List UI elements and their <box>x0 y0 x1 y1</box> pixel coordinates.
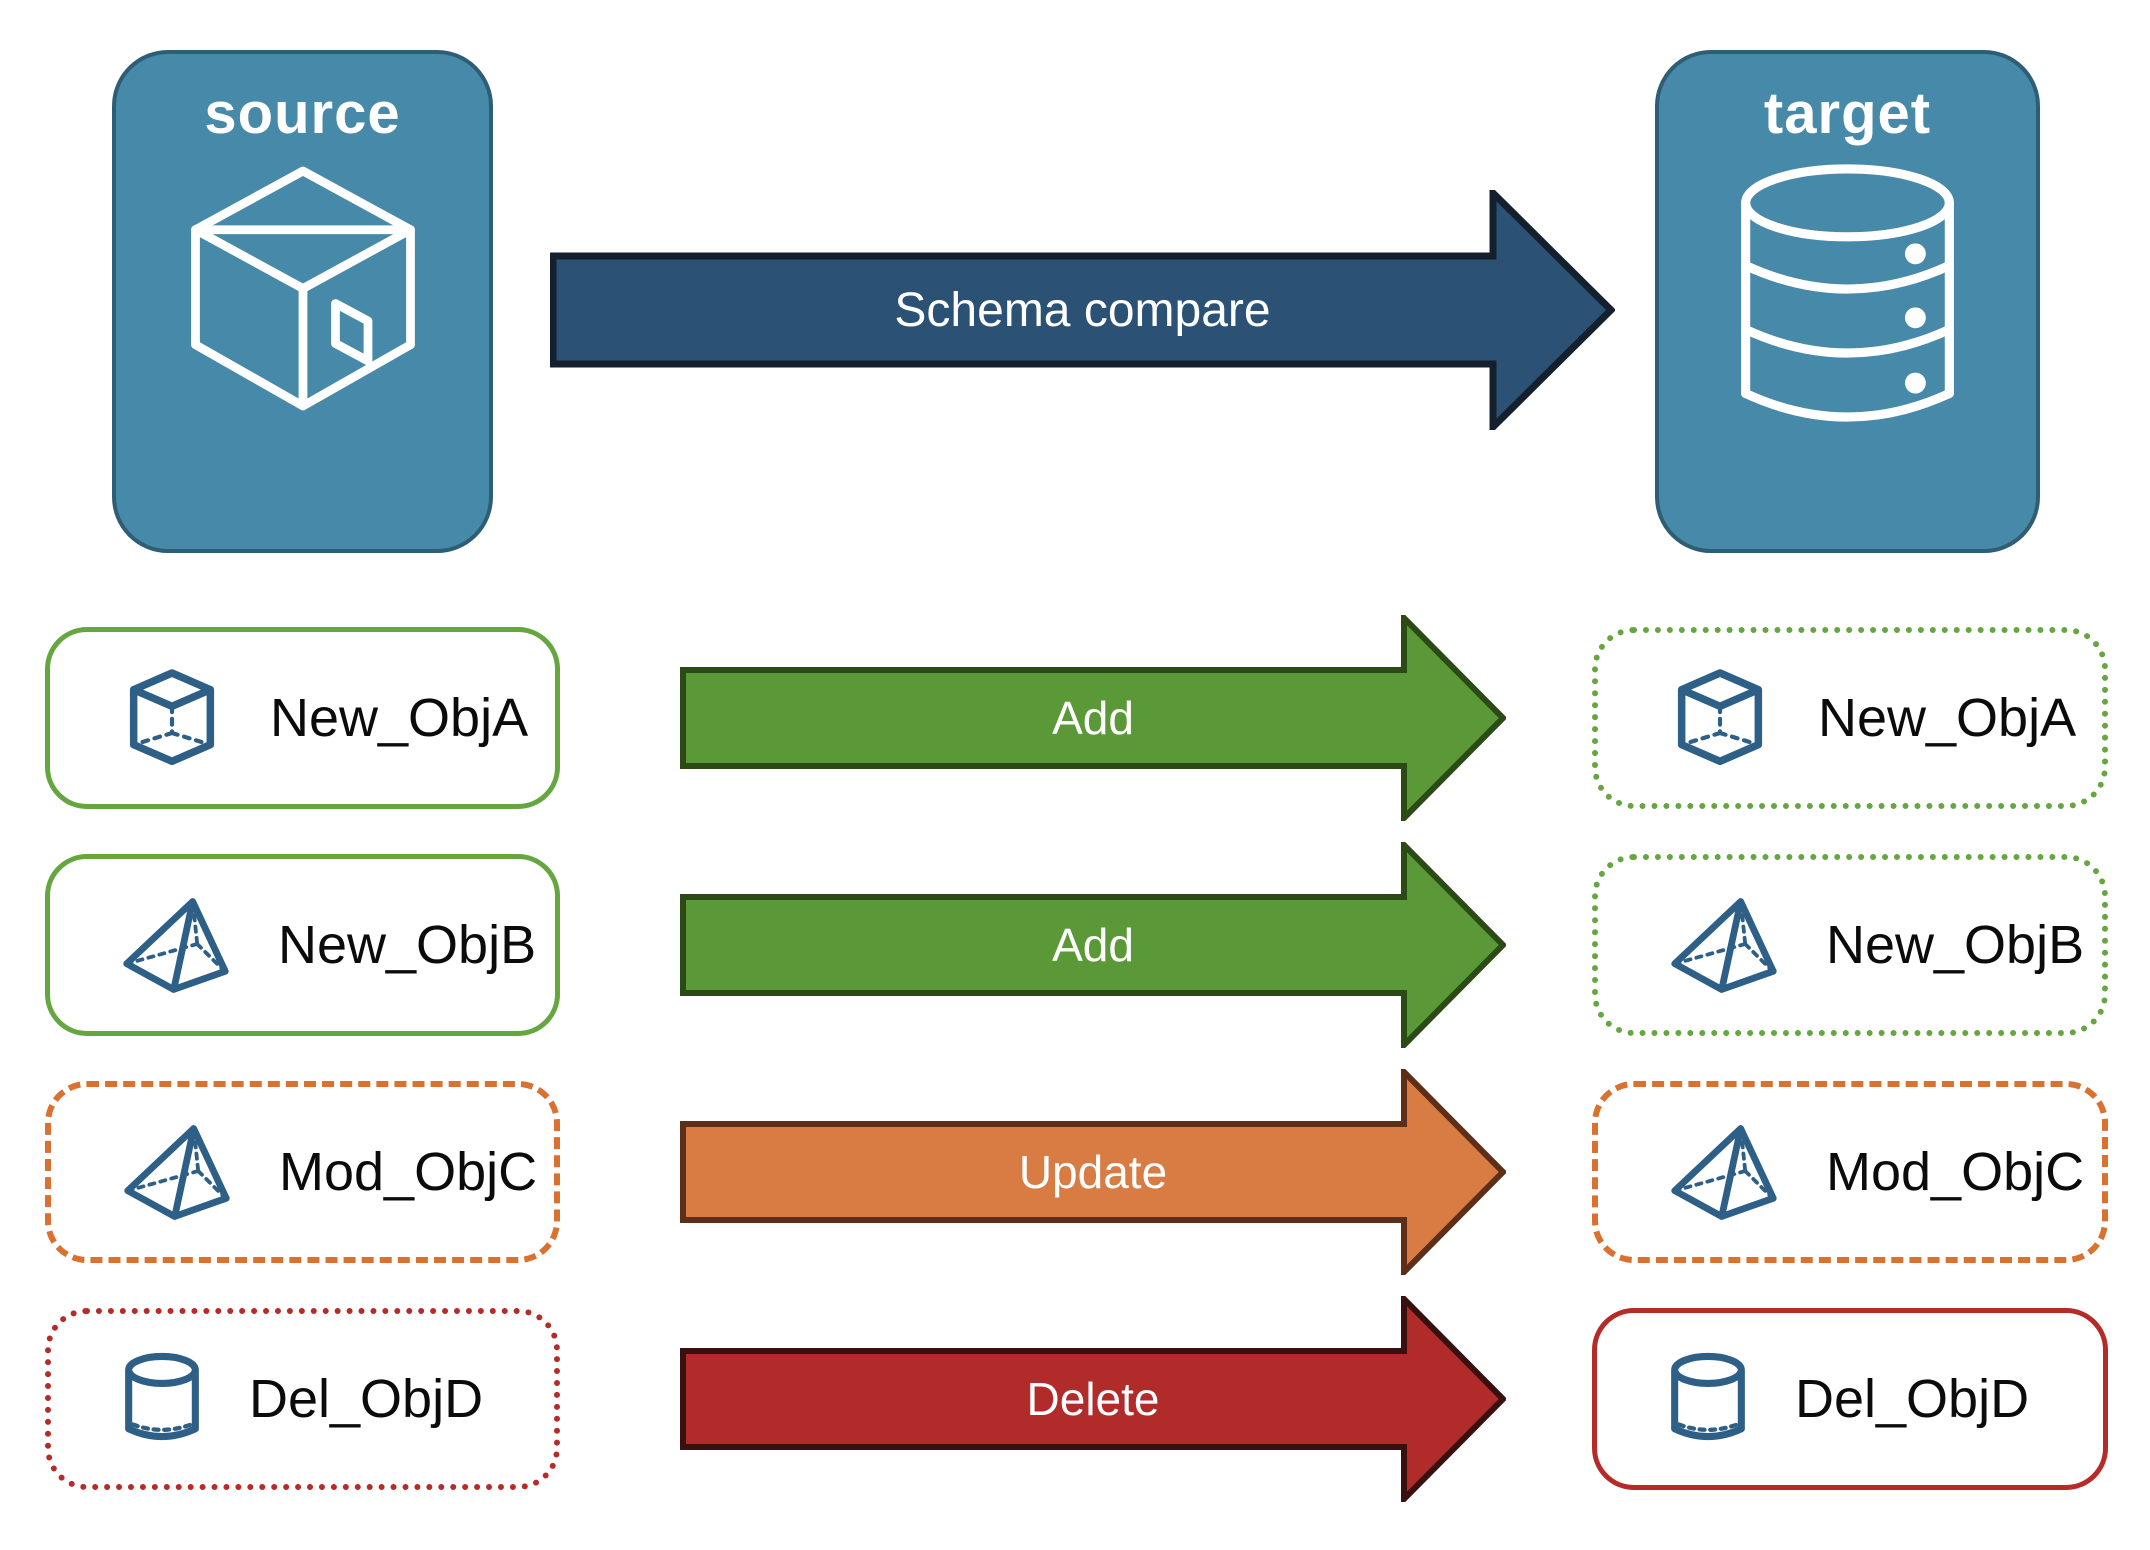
database-icon <box>1741 164 1954 422</box>
target-panel: target <box>1655 50 2040 553</box>
update-arrow-label: Update <box>1018 1146 1168 1198</box>
delete-arrow-label: Delete <box>1026 1373 1160 1425</box>
source-object-box-new-objb: New_ObjB <box>45 854 560 1036</box>
source-title: source <box>204 81 401 146</box>
add-arrow <box>680 615 1506 821</box>
cylinder-icon <box>1671 1352 1745 1441</box>
object-label: New_ObjA <box>1818 688 2077 748</box>
update-arrow <box>680 1069 1506 1275</box>
object-label: Mod_ObjC <box>279 1142 538 1202</box>
object-label: New_ObjA <box>270 688 529 748</box>
object-label: Del_ObjD <box>1795 1369 2030 1429</box>
pyramid-icon <box>1671 897 1777 993</box>
add-arrow <box>680 842 1506 1048</box>
target-object-box-new-obja: New_ObjA <box>1592 627 2108 809</box>
cube-icon <box>129 669 215 766</box>
schema-compare-arrow <box>550 190 1615 430</box>
pyramid-icon <box>123 897 229 993</box>
pyramid-icon <box>1671 1124 1777 1220</box>
pyramid-icon <box>124 1124 230 1220</box>
target-title: target <box>1763 81 1932 146</box>
package-icon <box>190 166 415 411</box>
source-panel: source <box>112 50 493 553</box>
target-object-box-mod-objc: Mod_ObjC <box>1592 1081 2108 1263</box>
source-object-box-del-objd: Del_ObjD <box>45 1308 560 1490</box>
add-arrow-label: Add <box>1052 692 1134 744</box>
add-arrow-label: Add <box>1052 919 1134 971</box>
object-label: Mod_ObjC <box>1826 1142 2085 1202</box>
object-label: Del_ObjD <box>249 1369 484 1429</box>
target-object-box-del-objd: Del_ObjD <box>1592 1308 2108 1490</box>
target-object-box-new-objb: New_ObjB <box>1592 854 2108 1036</box>
delete-arrow <box>680 1296 1506 1502</box>
schema-compare-label: Schema compare <box>894 283 1271 337</box>
cube-icon <box>1677 669 1763 766</box>
source-object-box-new-obja: New_ObjA <box>45 627 560 809</box>
object-label: New_ObjB <box>1826 915 2085 975</box>
object-label: New_ObjB <box>278 915 537 975</box>
cylinder-icon <box>125 1352 199 1441</box>
source-object-box-mod-objc: Mod_ObjC <box>45 1081 560 1263</box>
